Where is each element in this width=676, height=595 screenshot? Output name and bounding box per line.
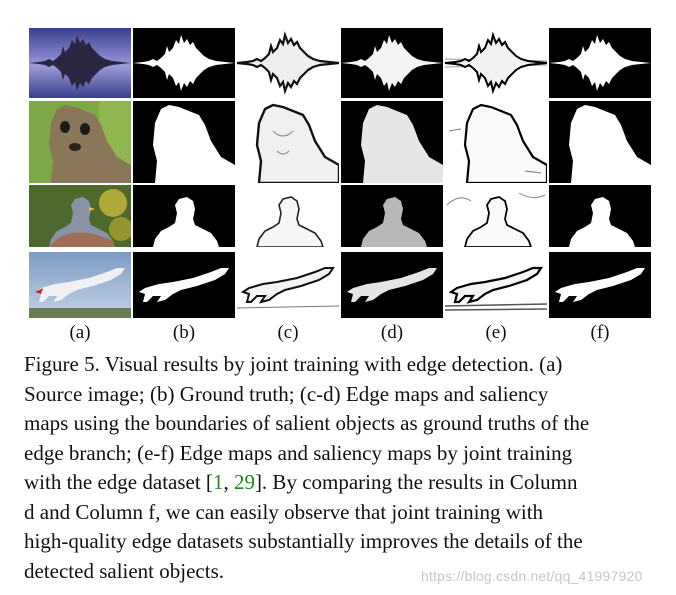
row2-saliency-map-f (549, 101, 651, 183)
row2-edge-map-e (445, 101, 547, 183)
column-label-f: (f) (590, 322, 610, 343)
caption-line-8: detected salient objects. (24, 558, 225, 583)
column-label-a: (a) (69, 322, 91, 343)
row3-edge-map-c (237, 185, 339, 247)
column-label-b: (b) (172, 322, 196, 343)
caption-line-5-end: ]. By comparing the results in Column (254, 470, 578, 494)
column-label-d: (d) (380, 322, 404, 343)
column-label-e: (e) (485, 322, 507, 343)
row3-saliency-map-f (549, 185, 651, 247)
row1-saliency-map-f (549, 28, 651, 98)
row1-edge-map-c (237, 28, 339, 98)
caption-line-4: edge branch; (e-f) Edge maps and salienc… (24, 440, 573, 465)
row3-ground-truth (133, 185, 235, 247)
caption-line-5-start: with the edge dataset [ (24, 470, 213, 494)
row4-edge-map-c (237, 252, 339, 318)
citation-link-1[interactable]: 1 (212, 470, 224, 494)
row2-edge-map-c (237, 101, 339, 183)
caption-line-2: Source image; (b) Ground truth; (c-d) Ed… (24, 381, 549, 406)
row4-saliency-map-d (341, 252, 443, 318)
watermark: https://blog.csdn.net/qq_41997920 (421, 568, 643, 584)
row1-ground-truth (133, 28, 235, 98)
row1-saliency-map-d (341, 28, 443, 98)
row2-source-image (29, 101, 131, 183)
row1-source-image (29, 28, 131, 98)
caption-line-5: with the edge dataset [1, 29]. By compar… (24, 468, 654, 498)
row4-source-image (29, 252, 131, 318)
caption-line-3: maps using the boundaries of salient obj… (24, 411, 590, 435)
row4-edge-map-e (445, 252, 547, 318)
row4-ground-truth (133, 252, 235, 318)
row3-saliency-map-d (341, 185, 443, 247)
column-label-c: (c) (277, 322, 299, 343)
row2-saliency-map-d (341, 101, 443, 183)
citation-link-29[interactable]: 29 (233, 470, 255, 494)
figure-caption: Figure 5. Visual results by joint traini… (24, 350, 654, 586)
row3-source-image (29, 185, 131, 247)
row2-ground-truth (133, 101, 235, 183)
caption-line-1: Figure 5. Visual results by joint traini… (24, 352, 563, 376)
row3-edge-map-e (445, 185, 547, 247)
row4-saliency-map-f (549, 252, 651, 318)
row1-edge-map-e (445, 28, 547, 98)
caption-line-7: high-quality edge datasets substantially… (24, 529, 583, 553)
caption-line-6: d and Column f, we can easily observe th… (24, 499, 544, 524)
citation-separator: , (223, 470, 234, 494)
